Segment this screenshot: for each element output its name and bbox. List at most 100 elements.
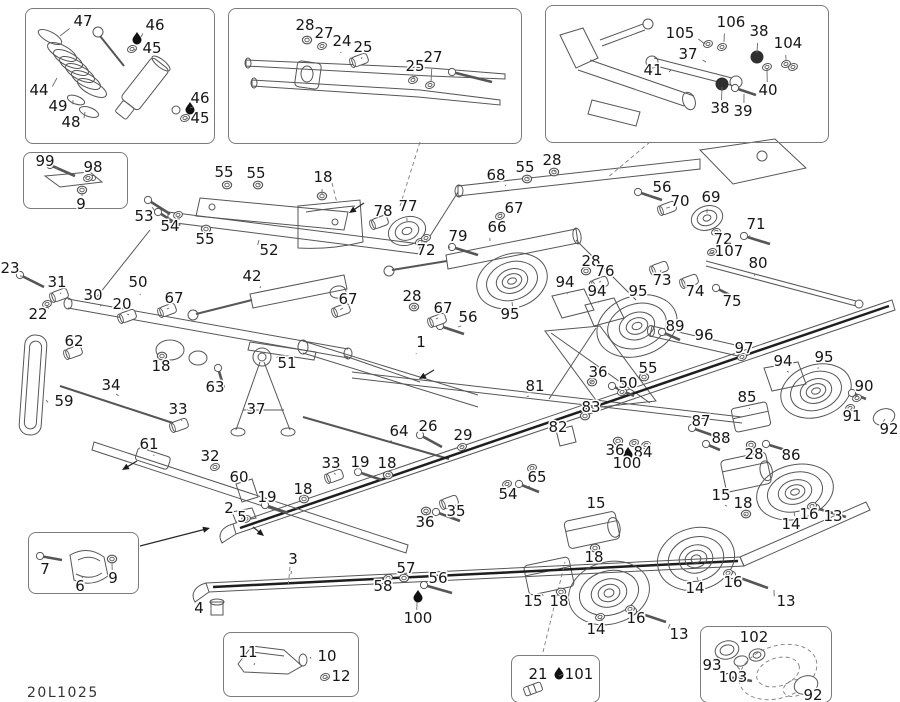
callout-83: 83 (581, 398, 600, 416)
callout-59: 59 (54, 392, 73, 410)
callout-47: 47 (73, 12, 92, 30)
callout-86: 86 (781, 446, 800, 464)
bolt-icon (357, 470, 383, 482)
bushing-icon (119, 308, 137, 324)
callout-55: 55 (195, 230, 214, 248)
bolt-head-icon (431, 507, 441, 517)
callout-96: 96 (694, 326, 713, 344)
callout-73: 73 (652, 271, 671, 289)
bolt-head-icon (353, 467, 363, 477)
nut-hole-icon (582, 413, 588, 419)
bushing-end-icon (349, 57, 356, 68)
nut-icon (398, 573, 410, 583)
bolt-head-icon (761, 439, 771, 449)
callout-52: 52 (259, 241, 278, 259)
callout-51: 51 (277, 354, 296, 372)
callout-14: 14 (586, 620, 605, 638)
bushing-icon (51, 287, 69, 303)
callout-42: 42 (242, 267, 261, 285)
washer-icon (173, 211, 183, 219)
callout-leader (140, 33, 144, 38)
callout-28: 28 (402, 287, 421, 305)
callout-leader (59, 292, 62, 295)
callout-94: 94 (773, 352, 792, 370)
callout-76: 76 (595, 262, 614, 280)
nut-hole-icon (641, 374, 647, 380)
bolt-head-icon (15, 270, 25, 280)
callout-leader (724, 504, 728, 507)
bolt-head-icon (415, 430, 425, 440)
bolt-head-icon (153, 207, 163, 217)
callout-leader (276, 354, 281, 358)
bolt-icon (435, 510, 461, 523)
callout-leader (600, 617, 604, 623)
callout-67: 67 (338, 290, 357, 308)
callout-92: 92 (803, 686, 822, 702)
bolt-icon (49, 163, 76, 178)
callout-100: 100 (613, 454, 642, 472)
callout-leader (736, 665, 741, 670)
callout-leader (324, 676, 329, 680)
bushing-icon (171, 417, 189, 433)
bearing-kit-sketch (714, 640, 819, 701)
bushing-icon (326, 468, 344, 484)
nut-hole-icon (411, 304, 417, 310)
slide-rails-sketch (91, 299, 896, 603)
bolt-icon (147, 198, 171, 216)
nut-icon (76, 185, 88, 195)
callout-3: 3 (288, 550, 298, 568)
washer-icon (641, 441, 651, 449)
callout-67: 67 (433, 299, 452, 317)
washer-hole-icon (854, 395, 860, 401)
callout-28: 28 (581, 252, 600, 270)
callout-78: 78 (373, 202, 392, 220)
washer-icon (717, 43, 727, 51)
callout-15: 15 (523, 592, 542, 610)
washer-hole-icon (847, 405, 853, 411)
callout-53: 53 (134, 207, 153, 225)
callout-leader (83, 111, 86, 119)
callout-leader (526, 176, 529, 180)
washer-icon (502, 480, 512, 488)
callout-67: 67 (504, 199, 523, 217)
callout-72: 72 (416, 241, 435, 259)
nut-icon (200, 224, 212, 234)
callout-leader (715, 654, 719, 658)
callout-leader (226, 182, 229, 185)
washer-icon (527, 464, 537, 472)
bolt-head-icon (419, 580, 429, 590)
nut-hole-icon (385, 472, 391, 478)
bushing-icon (65, 344, 83, 360)
bushing-end-icon (117, 313, 124, 324)
callout-18: 18 (733, 494, 752, 512)
washer-icon (723, 569, 733, 577)
washer-hole-icon (175, 212, 181, 218)
callout-81: 81 (525, 377, 544, 395)
callout-leader (696, 576, 699, 581)
callout-72: 72 (713, 230, 732, 248)
bolt-head-icon (701, 439, 711, 449)
washer-hole-icon (790, 64, 796, 70)
lubricant-droplet-icon (132, 32, 142, 45)
callout-leader (527, 485, 531, 488)
callout-leader (664, 333, 669, 336)
callout-23: 23 (0, 259, 19, 277)
callout-58: 58 (373, 577, 392, 595)
nut-icon (221, 180, 233, 190)
diagram-code: 20L1025 (27, 685, 99, 701)
callout-36: 36 (415, 513, 434, 531)
callout-19: 19 (257, 488, 276, 506)
lubricant-droplet-icon (623, 447, 633, 460)
washer-icon (762, 63, 772, 71)
washer-hole-icon (212, 464, 218, 470)
washer-hole-icon (417, 239, 423, 245)
callout-20: 20 (112, 295, 131, 313)
bolt-icon (423, 583, 453, 595)
callout-11: 11 (238, 643, 257, 661)
inset-rear-axle-links (545, 5, 829, 143)
callout-leader (435, 317, 439, 320)
callout-91: 91 (842, 407, 861, 425)
callout-leader (133, 48, 137, 51)
callout-41: 41 (643, 61, 662, 79)
